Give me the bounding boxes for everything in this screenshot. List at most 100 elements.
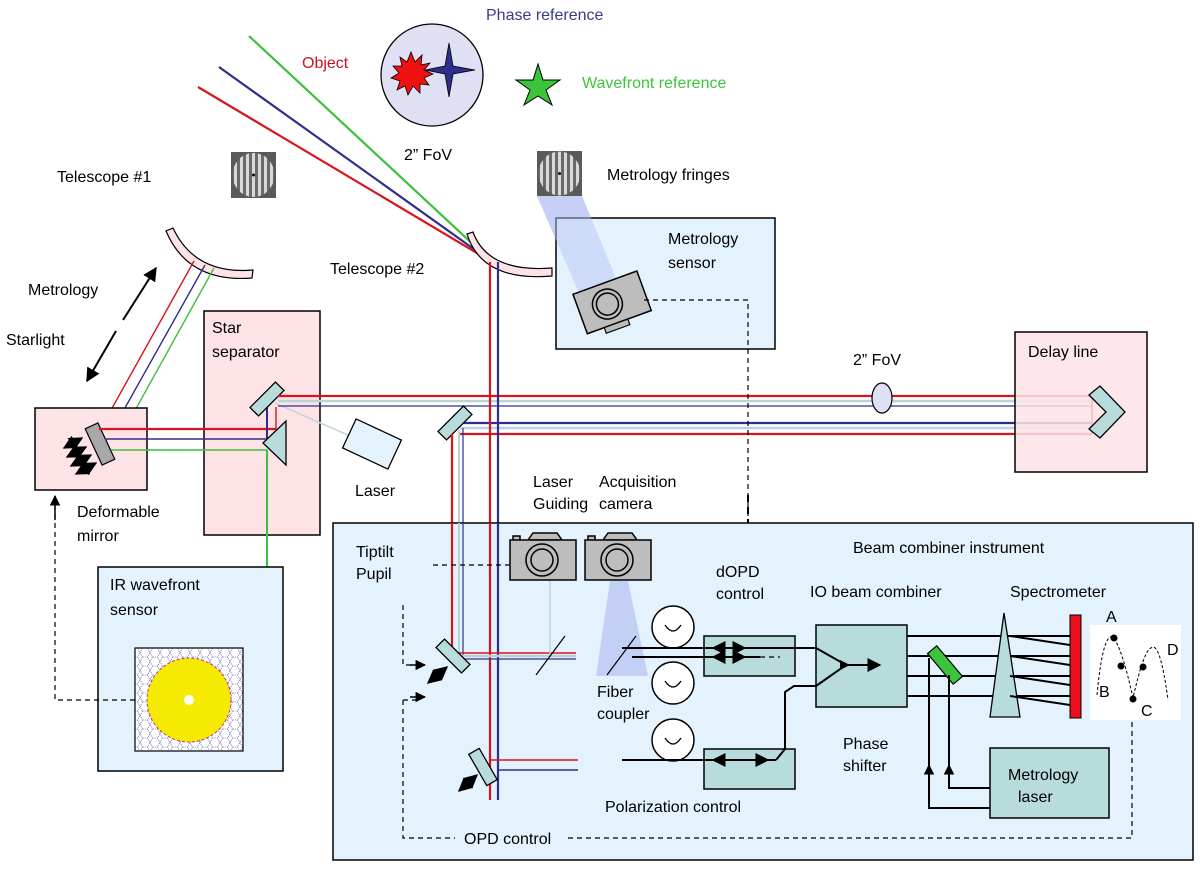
beam-combiner-title: Beam combiner instrument xyxy=(853,540,1045,557)
telescope-2-label: Telescope #2 xyxy=(330,261,424,278)
wavefront-reference-star-icon xyxy=(514,62,562,107)
ir-wavefront-sensor-label-2: sensor xyxy=(110,602,159,619)
dopd-control-label-1: dOPD xyxy=(716,564,760,581)
delay-line-beams xyxy=(278,394,1094,436)
laser-guiding-camera-icon xyxy=(509,532,577,581)
pickoff-splitter-1 xyxy=(535,635,566,676)
phase-reference-label: Phase reference xyxy=(486,7,604,24)
metrology-laser-label-1: Metrology xyxy=(1008,767,1078,784)
tiptilt-control-link xyxy=(402,605,418,666)
star-separator-mirror xyxy=(249,381,285,417)
metrology-arrow-label: Metrology xyxy=(28,282,98,299)
star-separator-label-1: Star xyxy=(212,320,242,337)
laser-label: Laser xyxy=(355,483,396,500)
fringe-point-d xyxy=(1139,663,1147,671)
fringe-point-a xyxy=(1110,634,1118,642)
phase-shifter-plate xyxy=(926,644,964,686)
fiber-coupler-label-1: Fiber xyxy=(597,684,634,701)
laser-beam xyxy=(274,402,351,437)
detector-strip xyxy=(1069,614,1082,719)
metrology-direction-arrow xyxy=(122,266,157,321)
field-of-view-circle xyxy=(380,23,484,127)
spectrometer-prism xyxy=(989,612,1021,718)
fiber-loop-icon xyxy=(651,661,695,705)
opd-mirror xyxy=(467,747,499,787)
metrology-sensor-label-1: Metrology xyxy=(668,231,738,248)
incoming-beams xyxy=(197,35,493,263)
starlight-arrow-label: Starlight xyxy=(6,332,65,349)
deformable-mirror-label-2: mirror xyxy=(77,528,119,545)
fiber-loop-icon xyxy=(651,605,695,649)
io-beam-combiner-label: IO beam combiner xyxy=(810,584,942,601)
delay-line-label: Delay line xyxy=(1028,344,1098,361)
star-separator-prism xyxy=(262,419,287,467)
telescope-1-mirror xyxy=(165,227,254,280)
telescope-2-mirror xyxy=(466,231,553,278)
fold-mirror xyxy=(437,405,473,441)
object-beam xyxy=(197,86,493,263)
star-separator-box xyxy=(203,310,321,536)
fringe-label-d: D xyxy=(1167,642,1179,659)
fringe-point-b xyxy=(1117,662,1125,670)
phase-shifter-label-1: Phase xyxy=(843,736,888,753)
telescope-1-label: Telescope #1 xyxy=(57,169,151,186)
wavefront-reference-label: Wavefront reference xyxy=(582,75,726,92)
laser-box xyxy=(341,418,403,470)
object-label: Object xyxy=(302,55,349,72)
spectrometer-label: Spectrometer xyxy=(1010,584,1107,601)
combiner-beams xyxy=(450,523,578,800)
metrology-fringes-icon-2 xyxy=(537,151,582,196)
laser-guiding-label-1: Laser xyxy=(533,474,574,491)
sky-fov-label: 2” FoV xyxy=(404,147,452,164)
fiber-wires xyxy=(622,641,882,767)
deformable-mirror-label-1: Deformable xyxy=(77,504,160,521)
laser-guiding-label-2: Guiding xyxy=(533,496,588,513)
wavefront-reference-beam xyxy=(248,35,493,263)
phase-reference-beam xyxy=(218,66,493,263)
star-separator-label-2: separator xyxy=(212,344,280,361)
metrology-fringes-icon-1 xyxy=(231,152,276,198)
acquisition-camera-label-1: Acquisition xyxy=(599,474,676,491)
pickoff-splitter-2 xyxy=(606,635,637,676)
polarization-control-label: Polarization control xyxy=(605,799,741,816)
opd-actuator-arrow xyxy=(457,774,479,792)
delay-line-retroreflector xyxy=(1088,385,1126,439)
acquisition-camera-icon xyxy=(584,532,652,581)
acquisition-light-cone xyxy=(596,581,648,676)
opd-control-label: OPD control xyxy=(464,831,551,848)
abcd-fringe-plot xyxy=(1090,625,1181,720)
metrology-laser-box xyxy=(989,747,1110,819)
deformable-mirror-element xyxy=(84,422,116,466)
dispersed-rays xyxy=(1009,635,1071,706)
ir-wavefront-sensor-label-1: IR wavefront xyxy=(110,577,200,594)
deformable-mirror-box xyxy=(34,407,148,491)
tiptilt-label: Tiptilt xyxy=(356,544,394,561)
metrology-camera-icon xyxy=(572,270,653,335)
metrology-sensor-label-2: sensor xyxy=(668,255,717,272)
acquisition-camera-label-2: camera xyxy=(599,496,652,513)
tiptilt-mirror xyxy=(435,638,471,674)
fringe-label-c: C xyxy=(1141,703,1153,720)
actuator-arrows-icon xyxy=(62,435,98,476)
tiptilt-actuator-arrow xyxy=(426,666,449,684)
fringe-point-c xyxy=(1129,695,1137,703)
dopd-control-label-2: control xyxy=(716,586,764,603)
fiber-coupler-label-2: coupler xyxy=(597,706,650,723)
phase-reference-star-icon xyxy=(424,42,476,98)
opd-control-loop-left xyxy=(402,700,455,839)
metrology-fringes-label: Metrology fringes xyxy=(607,167,730,184)
wavefront-sensor-spots-image xyxy=(134,647,244,752)
phase-shifter-label-2: shifter xyxy=(843,758,887,775)
fringe-label-a: A xyxy=(1106,609,1117,626)
delay-fov-ellipse xyxy=(871,382,893,414)
object-star-icon xyxy=(390,50,434,96)
metrology-control-link xyxy=(644,299,749,520)
delay-fov-label: 2” FoV xyxy=(853,352,901,369)
metrology-laser-label-2: laser xyxy=(1018,789,1053,806)
fringe-label-b: B xyxy=(1099,684,1110,701)
delay-line-box xyxy=(1014,331,1148,473)
starlight-direction-arrow xyxy=(86,330,117,383)
fiber-loop-icon xyxy=(651,718,695,762)
